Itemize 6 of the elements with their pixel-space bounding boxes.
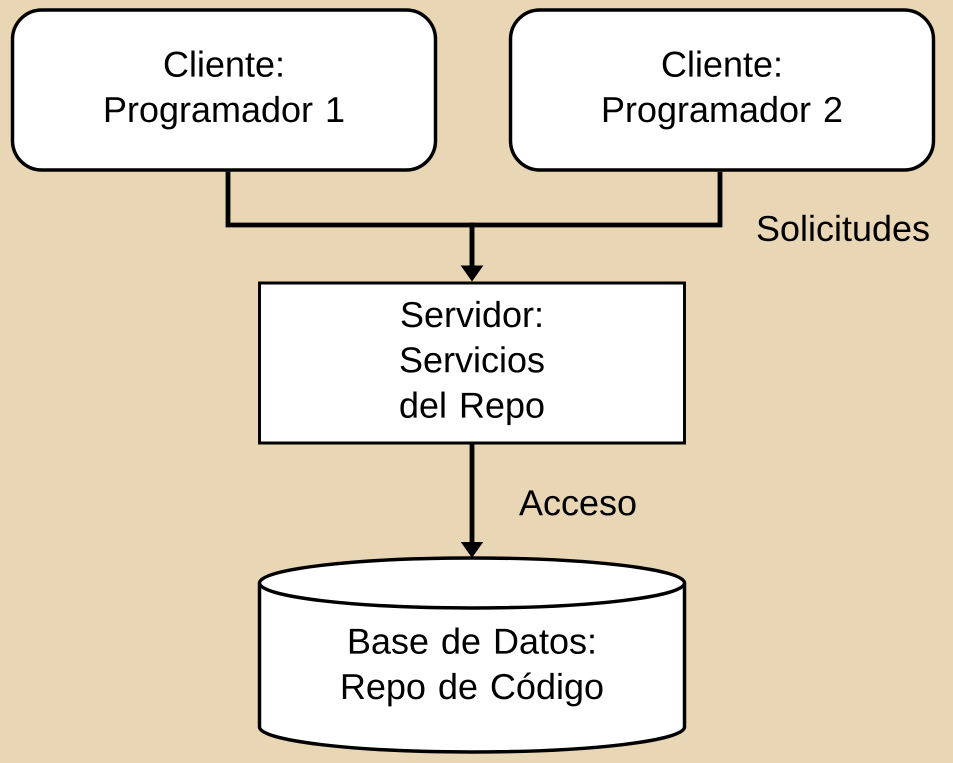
client-box: Cliente: Programador 2 [508,8,936,172]
client-box: Cliente: Programador 1 [10,8,438,172]
server-box: Servidor: Servicios del Repo [258,282,686,444]
database-cylinder: Base de Datos: Repo de Código [258,556,686,754]
edge-label: Acceso [519,490,636,516]
edge-label: Solicitudes [758,214,929,242]
